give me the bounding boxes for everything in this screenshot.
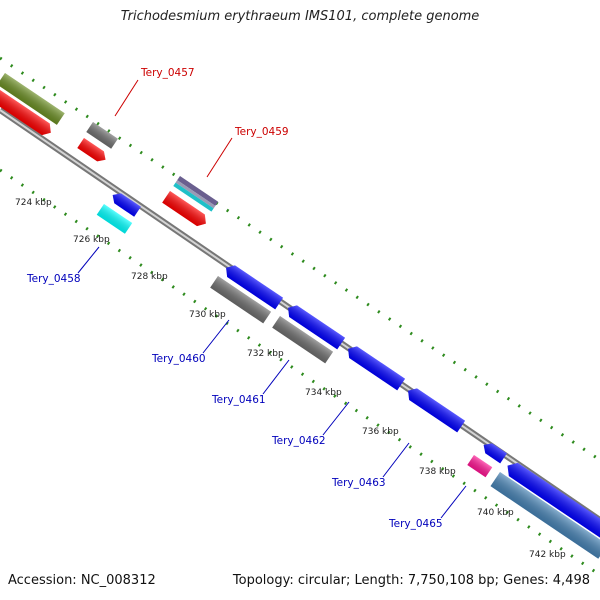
- gene-label-text: Tery_0458: [26, 273, 81, 285]
- gene-blue-long: [507, 462, 600, 545]
- gene-tery-0458-cyan: [96, 204, 133, 234]
- tick-label: 726 kbp: [73, 235, 110, 245]
- gene-label-tery-0457: Tery_0457: [114, 67, 195, 117]
- tick-label: 740 kbp: [477, 508, 514, 518]
- gene-blue-small: [483, 443, 507, 464]
- genome-summary-text: Topology: circular; Length: 7,750,108 bp…: [232, 573, 590, 588]
- tick-labels: 724 kbp 726 kbp 728 kbp 730 kbp 732 kbp 734 k…: [15, 198, 566, 560]
- gene-label-text: Tery_0463: [331, 477, 386, 489]
- outer-dotted-track: [0, 56, 600, 462]
- gene-label-text: Tery_0465: [388, 518, 443, 530]
- gene-label-text: Tery_0460: [151, 353, 206, 365]
- gene-label-text: Tery_0457: [140, 67, 195, 79]
- gene-olive-block: [0, 73, 65, 125]
- gene-label-tery-0460: Tery_0460: [151, 319, 230, 365]
- gene-tery-0457-grey: [86, 122, 118, 149]
- tick-label: 732 kbp: [247, 349, 284, 359]
- gene-red-arrow-2: [77, 138, 106, 162]
- tick-label: 724 kbp: [15, 198, 52, 208]
- gene-tery-0461-grey: [272, 316, 334, 364]
- gene-label-tery-0462: Tery_0462: [271, 401, 350, 447]
- accession-text: Accession: NC_008312: [8, 573, 156, 588]
- gene-red-arrow-1: [0, 90, 51, 136]
- gene-label-tery-0459: Tery_0459: [206, 126, 289, 178]
- gene-label-tery-0458: Tery_0458: [26, 246, 100, 285]
- gene-label-text: Tery_0462: [271, 435, 326, 447]
- gene-label-text: Tery_0461: [211, 394, 266, 406]
- gene-red-arrow-3: [162, 191, 206, 227]
- gene-tery-0458-blue: [112, 193, 141, 217]
- gene-tery-0460-blue: [226, 265, 284, 310]
- tick-label: 742 kbp: [529, 550, 566, 560]
- tick-label: 728 kbp: [131, 272, 168, 282]
- gene-label-text: Tery_0459: [234, 126, 289, 138]
- gene-label-tery-0465: Tery_0465: [388, 485, 467, 530]
- gene-label-tery-0463: Tery_0463: [331, 442, 410, 489]
- gene-label-tery-0461: Tery_0461: [211, 359, 290, 406]
- tick-label: 734 kbp: [305, 388, 342, 398]
- gene-tery-0465-magenta: [467, 455, 493, 478]
- gene-tery-0461-blue: [288, 305, 346, 350]
- map-title: Trichodesmium erythraeum IMS101, complet…: [120, 9, 480, 24]
- gene-steelblue-long: [490, 472, 600, 559]
- tick-label: 736 kbp: [362, 427, 399, 437]
- gene-tery-0463-blue: [408, 388, 466, 433]
- gene-tery-0459-stack: [173, 176, 219, 212]
- gene-tery-0462-blue: [348, 346, 406, 391]
- tick-label: 730 kbp: [189, 310, 226, 320]
- tick-label: 738 kbp: [419, 467, 456, 477]
- gene-tery-0460-grey: [210, 276, 272, 324]
